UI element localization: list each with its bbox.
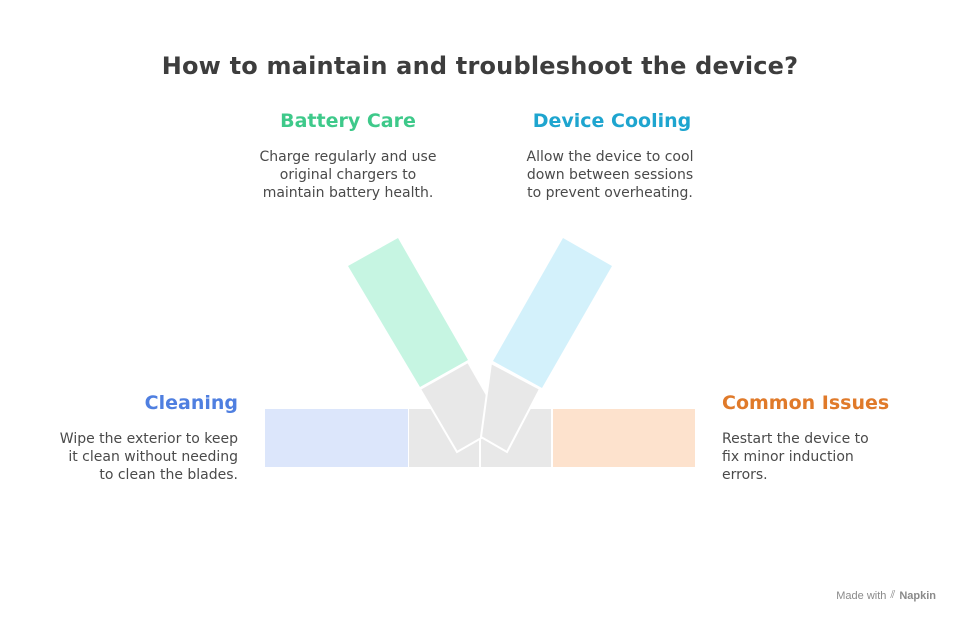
made-with-napkin-badge[interactable]: Made with ⫽ Napkin xyxy=(836,589,936,602)
battery-care-bar xyxy=(348,238,468,387)
napkin-logo-icon: ⫽ xyxy=(890,589,896,601)
device-cooling-line: Allow the device to cool xyxy=(526,149,694,165)
cooling-connector xyxy=(479,361,542,454)
common-issues-line: Restart the device to xyxy=(722,431,869,447)
cleaning-line: it clean without needing xyxy=(68,449,238,465)
device-cooling-line: to prevent overheating. xyxy=(527,185,693,201)
napkin-brand-name: Napkin xyxy=(899,589,936,602)
common-issues-heading: Common Issues xyxy=(722,392,890,414)
page-title: How to maintain and troubleshoot the dev… xyxy=(161,52,799,80)
cleaning-heading: Cleaning xyxy=(144,392,238,414)
cleaning-bar xyxy=(265,409,408,467)
battery-care-line: maintain battery health. xyxy=(262,185,434,201)
common-issues-bar xyxy=(553,409,695,467)
device-cooling-line: down between sessions xyxy=(526,167,694,183)
common-issues-line: fix minor induction xyxy=(722,449,854,465)
battery-care-heading: Battery Care xyxy=(280,110,416,132)
common-issues-description: Restart the device to fix minor inductio… xyxy=(722,430,942,484)
device-cooling-description: Allow the device to cool down between se… xyxy=(496,148,724,202)
device-cooling-heading: Device Cooling xyxy=(532,110,692,132)
battery-care-description: Charge regularly and use original charge… xyxy=(236,148,460,202)
device-cooling-bar xyxy=(493,238,612,388)
made-with-label: Made with xyxy=(836,589,887,602)
battery-care-line: original chargers to xyxy=(279,167,417,183)
cleaning-line: Wipe the exterior to keep xyxy=(59,431,238,447)
cleaning-description: Wipe the exterior to keep it clean witho… xyxy=(18,430,238,484)
cleaning-line: to clean the blades. xyxy=(99,467,238,483)
battery-care-line: Charge regularly and use xyxy=(259,149,437,165)
common-issues-line: errors. xyxy=(722,467,768,483)
